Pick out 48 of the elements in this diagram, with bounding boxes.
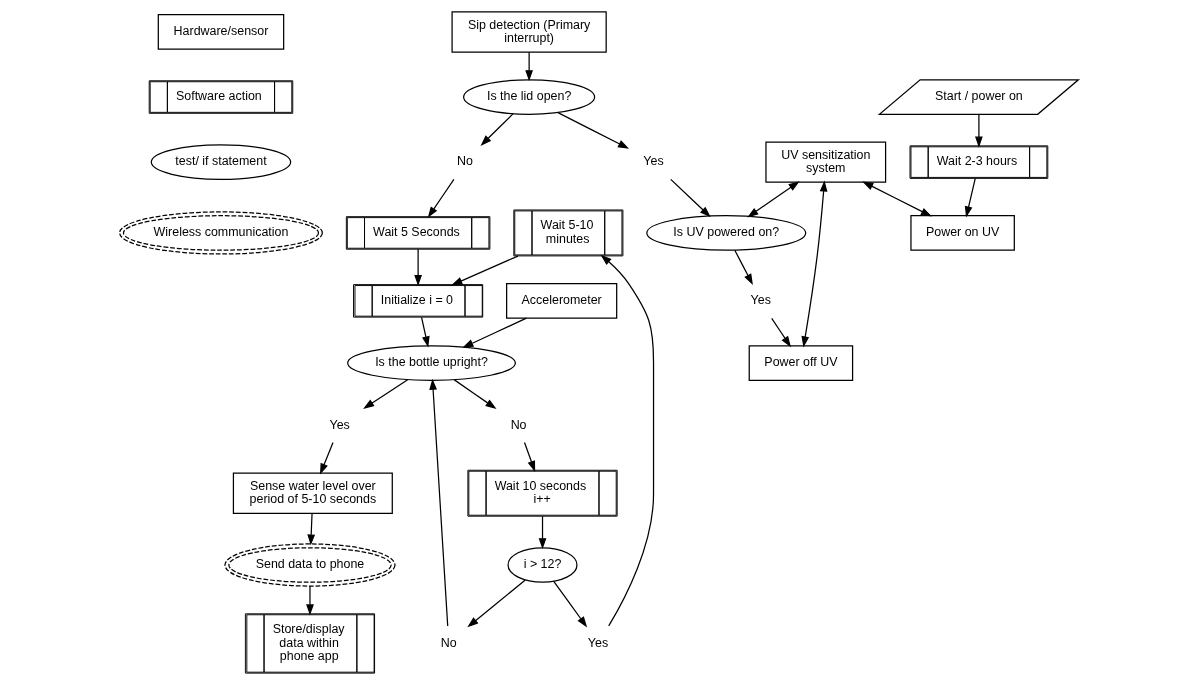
arrow: [428, 378, 448, 627]
arrow: [523, 441, 535, 472]
arrow: [770, 317, 791, 348]
arrow: [600, 254, 654, 627]
node-text: Yes: [329, 417, 350, 432]
node-ellipse: Send data to phone: [223, 543, 396, 587]
node-box: Power off UV: [748, 345, 853, 381]
arrow: [461, 317, 527, 348]
node-ellipse: Is UV powered on?: [645, 215, 806, 251]
arrow: [524, 51, 533, 82]
arrow: [861, 181, 932, 217]
arrow: [964, 178, 976, 218]
node-ellipse: Wireless communication: [118, 211, 323, 255]
node-text: No: [440, 635, 457, 650]
arrow: [552, 580, 587, 628]
arrow: [306, 513, 315, 546]
arrow: [974, 113, 983, 148]
node-text: Yes: [642, 154, 664, 169]
arrow: [538, 515, 546, 550]
node-box: Hardware/sensor: [157, 14, 284, 50]
arrow: [480, 113, 514, 146]
arrow: [669, 178, 711, 218]
arrow: [413, 248, 422, 287]
node-box: UV sensitization system: [764, 141, 886, 183]
node-ellipse: test/ if statement: [150, 144, 291, 180]
node-box: Sip detection (Primary interrupt): [450, 11, 607, 53]
arrow: [362, 379, 408, 409]
arrow: [746, 181, 800, 218]
arrow: [800, 180, 827, 348]
arrow: [420, 316, 430, 348]
node-text: No: [510, 417, 527, 432]
arrow: [305, 585, 314, 616]
node-box: Power on UV: [909, 215, 1015, 251]
arrow: [466, 579, 526, 628]
arrow: [733, 249, 753, 285]
node-box: Accelerometer: [505, 283, 617, 319]
node-text: Yes: [587, 635, 608, 650]
node-ellipse: Is the lid open?: [462, 79, 595, 115]
node-text: No: [456, 154, 473, 169]
arrow: [556, 112, 629, 149]
arrow: [319, 441, 334, 475]
node-text: Yes: [750, 293, 771, 308]
arrow: [450, 255, 519, 286]
node-ellipse: Is the bottle upright?: [346, 345, 516, 381]
node-box: Sense water level over period of 5-10 seconds: [232, 472, 393, 514]
arrow: [427, 178, 454, 218]
node-ellipse: i > 12?: [506, 547, 578, 583]
arrow: [453, 379, 496, 410]
